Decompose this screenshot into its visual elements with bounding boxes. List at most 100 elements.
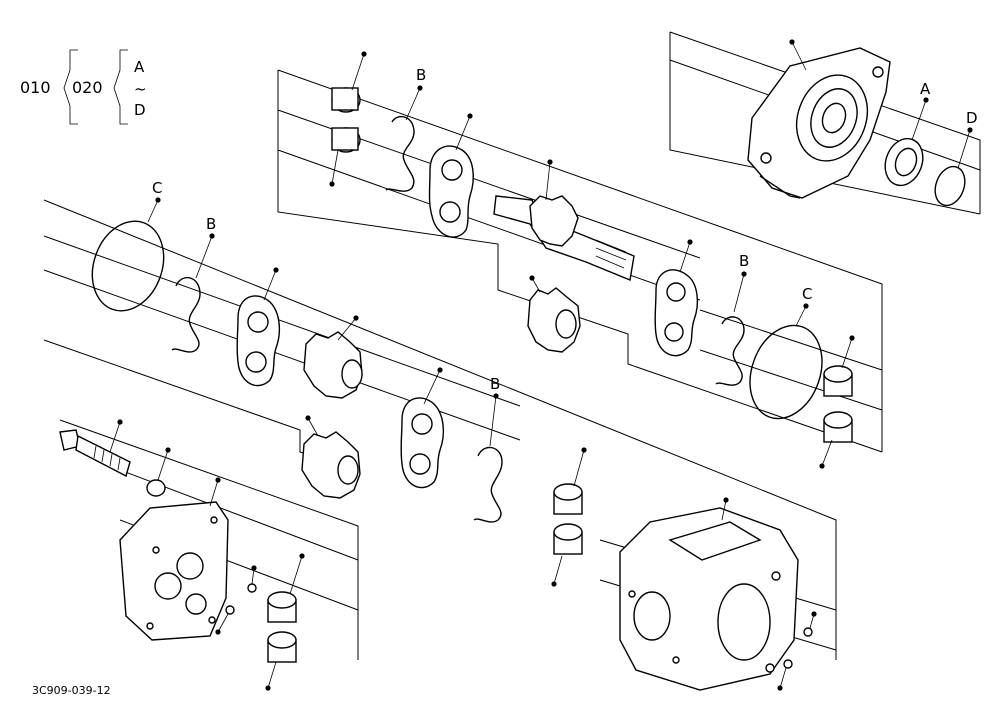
flange-bore-center [821, 102, 847, 134]
legend-brace-1 [63, 49, 78, 125]
cover-pins [225, 583, 257, 615]
gear-left-upper [303, 331, 363, 399]
legend-range-start: A [134, 58, 145, 76]
label-a: A [920, 80, 931, 98]
flange-edge [759, 175, 801, 199]
label-c-right: C [802, 285, 812, 303]
upper-frame-top [277, 69, 883, 452]
pump-body-hole-4 [765, 663, 775, 673]
snap-ring-d [934, 165, 966, 207]
drive-shaft-gear [529, 195, 579, 247]
cover-bolt-hole-3 [208, 616, 216, 624]
bolt-thread [93, 445, 121, 471]
bushing-middle-1-top [553, 483, 583, 501]
cover-pin-1 [247, 583, 257, 593]
cover-bushings [267, 591, 297, 663]
upper-bushings [331, 87, 361, 153]
side-plate-upper-hole-1 [441, 159, 463, 181]
gear-left-upper-hub [341, 359, 363, 389]
cover-pin-2 [225, 605, 235, 615]
cover-bolt-hole-1 [152, 546, 160, 554]
bushing-upper-1-body [331, 87, 359, 111]
washer [146, 479, 166, 497]
legend-brace-2 [113, 49, 128, 125]
mounting-flange [747, 47, 891, 199]
side-plate-right [654, 269, 699, 357]
o-ring-right [749, 324, 823, 420]
label-b-middle: B [490, 375, 500, 393]
oil-seal [884, 137, 924, 187]
cover-bolt-hole-2 [210, 516, 218, 524]
axis-right-2 [699, 309, 883, 371]
side-plate-upper [428, 145, 474, 238]
axis-lower-1 [43, 235, 521, 407]
cover [119, 501, 229, 641]
lower-frame-top [43, 199, 837, 660]
label-c-left: C [152, 179, 162, 197]
drive-shaft [493, 195, 635, 281]
upper-frame-left [277, 70, 883, 453]
pump-body-hole-1 [628, 590, 636, 598]
top-right-frame-top [669, 31, 981, 214]
gear-left-lower-hub [337, 455, 359, 485]
top-right-frame-side [669, 32, 981, 215]
oil-seal-inner [894, 147, 918, 177]
leaders [109, 39, 973, 691]
side-plate-upper-hole-2 [439, 201, 461, 223]
side-plate-right-hole-1 [666, 282, 686, 302]
side-plate-middle-hole-1 [411, 413, 433, 435]
legend-child-code: 020 [72, 78, 103, 97]
axis-right-1 [699, 349, 883, 411]
pump-body-top-face [668, 521, 762, 561]
body-pins [783, 627, 813, 669]
part-letters: B C B B C B A D [152, 66, 978, 393]
backup-ring-middle [473, 446, 503, 523]
bushing-cover-2-top [267, 631, 297, 649]
bushing-right-1-top [823, 365, 853, 383]
legend: 010 020 A ~ D [20, 49, 147, 125]
side-plate-middle [400, 397, 445, 489]
backup-ring-left [171, 276, 201, 353]
body-pin-1 [803, 627, 813, 637]
lower-frame-bottom [59, 419, 359, 660]
backup-ring-upper [385, 115, 415, 192]
bushing-right-2-top [823, 411, 853, 429]
bushing-cover-1-top [267, 591, 297, 609]
bushing-middle-2-top [553, 523, 583, 541]
legend-parent-code: 010 [20, 78, 51, 97]
flange-bolt-hole-1 [760, 152, 772, 164]
pump-body-bore [717, 583, 771, 661]
legend-range-end: D [134, 101, 146, 119]
bushing-upper-2-body [331, 127, 359, 151]
drive-shaft-spline [595, 239, 627, 269]
side-plate-left-hole-1 [247, 311, 269, 333]
cover-bolt-hole-4 [146, 622, 154, 630]
side-plate-left-hole-2 [245, 351, 267, 373]
pump-body-hole-3 [771, 571, 781, 581]
cover-port-1 [176, 552, 204, 580]
body-pin-2 [783, 659, 793, 669]
axis-lower-2 [43, 269, 521, 441]
legend-range-sep: ~ [134, 80, 147, 98]
pump-body-hole-2 [672, 656, 680, 664]
boundary-lines [43, 31, 981, 660]
gear-left-lower [301, 431, 361, 499]
bolt [59, 429, 131, 478]
cover-port-3 [185, 593, 207, 615]
label-b-upper: B [416, 66, 426, 84]
drawing-reference: 3C909-039-12 [32, 684, 111, 697]
pump-body [619, 507, 799, 691]
side-plate-right-hole-2 [664, 322, 684, 342]
axis-upper-2 [277, 149, 701, 301]
cover-port-2 [154, 572, 182, 600]
driven-gear-upper [527, 287, 581, 353]
backup-ring-right [715, 316, 745, 386]
side-plate-left [236, 295, 281, 387]
pump-body-port-left [633, 591, 671, 641]
label-d: D [966, 109, 978, 127]
label-b-right: B [739, 252, 749, 270]
driven-gear-upper-hub [555, 309, 577, 339]
o-ring-left [91, 220, 165, 312]
label-b-left: B [206, 215, 216, 233]
